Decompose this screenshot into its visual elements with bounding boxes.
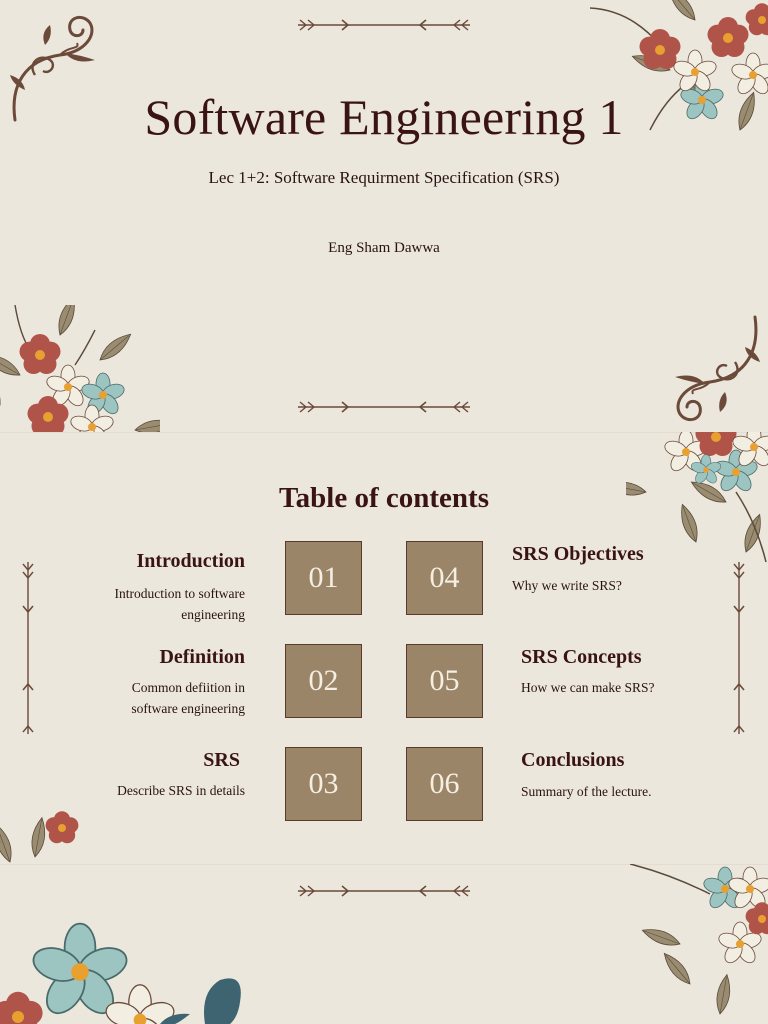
toc-item-title: Conclusions (521, 749, 625, 771)
toc-item-description: Introduction to software engineering (115, 583, 245, 625)
toc-item-title: SRS Concepts (521, 646, 642, 668)
toc-number-box: 03 (285, 747, 362, 821)
toc-heading: Table of contents (279, 482, 489, 514)
toc-item-description: How we can make SRS? (521, 677, 654, 698)
toc-item-description: Common defiition in software engineering (131, 677, 245, 719)
swirl-ornament-icon (673, 315, 762, 422)
toc-item-title: Definition (159, 646, 245, 668)
toc-number-box: 05 (406, 644, 483, 718)
toc-item-title: SRS (203, 749, 240, 771)
description-line: engineering (181, 607, 245, 622)
description-line: software engineering (131, 701, 245, 716)
flower-bouquet-icon (630, 864, 768, 1016)
toc-number-box: 01 (285, 541, 362, 615)
description-line: Why we write SRS? (512, 578, 622, 593)
next-slide (0, 864, 768, 1024)
description-line: Common defiition in (131, 680, 245, 695)
author-name: Eng Sham Dawwa (328, 240, 440, 256)
description-line: Describe SRS in details (117, 783, 245, 798)
arrow-divider-icon (298, 401, 470, 413)
page-title: Software Engineering 1 (144, 89, 624, 145)
arrow-divider-icon (298, 19, 470, 31)
flower-bouquet-icon (0, 922, 241, 1024)
toc-item-title: Introduction (136, 550, 245, 572)
slide-divider (0, 864, 768, 865)
description-line: Introduction to software (114, 586, 245, 601)
vertical-arrow-divider-icon (22, 562, 34, 734)
lecture-subtitle: Lec 1+2: Software Requirment Specificati… (208, 168, 560, 187)
toc-item-description: Summary of the lecture. (521, 781, 651, 802)
toc-slide: Table of contents Introduction Introduct… (0, 432, 768, 864)
toc-number-box: 02 (285, 644, 362, 718)
description-line: How we can make SRS? (521, 680, 655, 695)
flower-bouquet-icon (626, 432, 768, 563)
description-line: Summary of the lecture. (521, 784, 652, 799)
toc-item-description: Describe SRS in details (117, 780, 245, 801)
toc-number-box: 04 (406, 541, 483, 615)
vertical-arrow-divider-icon (733, 562, 745, 734)
slide-divider (0, 432, 768, 433)
arrow-divider-icon (298, 885, 470, 897)
toc-number-box: 06 (406, 747, 483, 821)
flower-bouquet-icon (590, 0, 768, 133)
flower-bouquet-icon (0, 811, 79, 864)
toc-item-title: SRS Objectives (512, 543, 644, 565)
toc-item-description: Why we write SRS? (512, 575, 622, 596)
flower-bouquet-icon (0, 305, 160, 432)
title-slide: Software Engineering 1 Lec 1+2: Software… (0, 0, 768, 432)
